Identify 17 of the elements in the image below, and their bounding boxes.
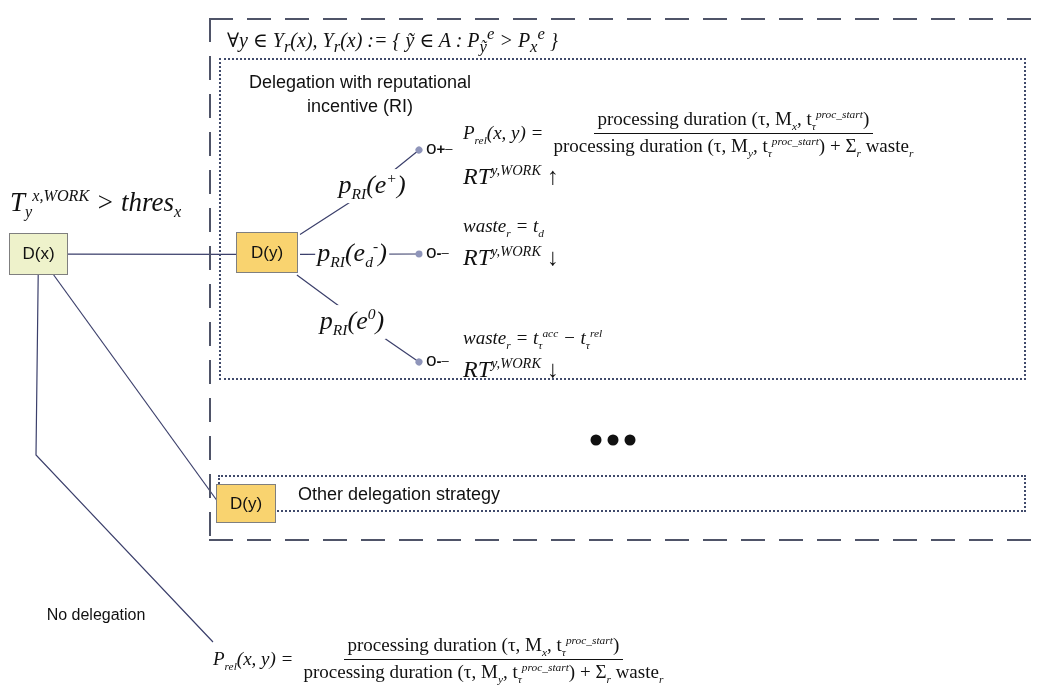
node-label: D(x) (22, 244, 55, 264)
connector-line (35, 274, 214, 643)
formula: T$_{y}$$^{x,WORK}$ > thres$_{x}$ (10, 186, 182, 222)
formula: P$_{rel}$(x, y) = processing duration (τ, M$_{x}$, t$_{τ}$$^{proc_start}$) processing duration (τ, M$_{y}$, t$_{τ}$$^{proc_start}$) + Σ$_{r}$ waste$_{r}$ (213, 634, 665, 686)
formula: waste$_{r}$ = t$_{d}$ (463, 214, 546, 241)
formula: RT$^{y,WORK}$ ↑ (463, 161, 560, 192)
edge-label: p$_{RI}$(e$^{+}$) (336, 169, 408, 203)
decision-node (236, 232, 298, 273)
node-label: D(y) (250, 242, 284, 263)
edge-label: No delegation (45, 606, 147, 624)
edge-label: p$_{RI}$(e$^{0}$) (317, 305, 387, 339)
set-definition: ∀y ∈ Y$_{r}$(x), Y$_{r}$(x) := { ỹ ∈ A : P$_{ỹ}$$^{e}$ > P$_{x}$$^{e}$ } (227, 24, 558, 57)
formula: RT$^{y,WORK}$ ↓ (463, 242, 559, 273)
node-label: D(y) (229, 493, 263, 514)
decision-node (216, 484, 276, 523)
formula: RT$^{y,WORK}$ ↓ (463, 354, 560, 385)
frame-heading: Other delegation strategy (298, 484, 501, 505)
